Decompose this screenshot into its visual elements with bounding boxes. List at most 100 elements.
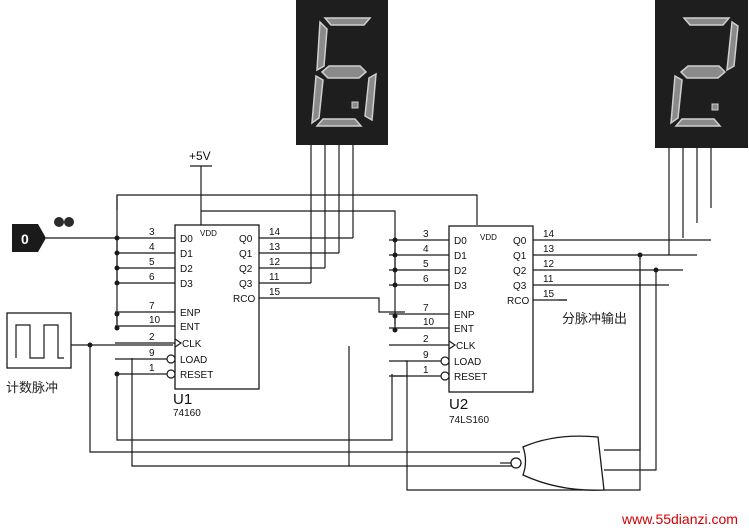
segment-d [315, 118, 363, 127]
u2-pin-number: 2 [423, 334, 429, 345]
u1-ref: U1 [173, 391, 192, 408]
segment-f [316, 20, 328, 72]
u1-pin-d1: 4D1 [115, 242, 193, 260]
u2-pin-number: 15 [543, 289, 555, 300]
u2-pin-number: 6 [423, 274, 429, 285]
u2-pin-name: D2 [454, 266, 467, 277]
u1-pin-name: D1 [180, 249, 193, 260]
u1-pin-q0: Q0 14 [239, 227, 293, 245]
u2-pin-name: LOAD [454, 357, 481, 368]
u2-input-junctions [392, 237, 398, 333]
u1-pin-name: Q1 [239, 249, 253, 260]
segment-a [682, 17, 731, 26]
divided-output-label: 分脉冲输出 [562, 311, 627, 327]
u1-pin-number: 13 [269, 242, 281, 253]
u2-output-wires [559, 239, 711, 471]
segment-e [311, 74, 324, 125]
u1-pin-number: 4 [149, 242, 155, 253]
ic-u1: VDD 3D04D15D26D37ENP10ENT2CLK9LOAD1RESET… [115, 224, 293, 419]
u1-pin-name: RESET [180, 370, 213, 381]
u1-pin-number: 6 [149, 272, 155, 283]
u2-pin-number: 5 [423, 259, 429, 270]
u1-pin-d3: 6D3 [115, 272, 193, 290]
segment-d [674, 118, 722, 127]
u2-pin-number: 4 [423, 244, 429, 255]
clock-label: 计数脉冲 [6, 381, 58, 396]
u2-pin-q1: Q1 13 [513, 244, 567, 262]
u1-pin-name: D0 [180, 234, 193, 245]
u1-pin-name: ENT [180, 322, 200, 333]
display-right-pins [668, 148, 712, 255]
decimal-point [351, 101, 359, 109]
probe-led [64, 217, 74, 227]
u2-pin-name: D0 [454, 236, 467, 247]
u1-pin-d0: 3D0 [115, 227, 193, 245]
u2-pin-name: D3 [454, 281, 467, 292]
u1-pin-name: LOAD [180, 355, 207, 366]
seven-segment-display-left [296, 0, 388, 145]
u2-pin-name: CLK [456, 341, 476, 352]
ic-u2: VDD 3D04D15D26D37ENP10ENT2CLK9LOAD1RESET… [389, 225, 567, 426]
u2-vdd-label: VDD [480, 233, 497, 242]
u2-pin-number: 1 [423, 365, 429, 376]
watermark: www.55dianzi.com [621, 511, 738, 527]
u2-pin-name: RESET [454, 372, 487, 383]
supply-net: +5V [189, 149, 212, 225]
u2-pin-name: Q1 [513, 251, 527, 262]
u2-pin-name: Q0 [513, 236, 527, 247]
probe-led [54, 217, 64, 227]
u2-pin-number: 3 [423, 229, 429, 240]
u2-pin-number: 13 [543, 244, 555, 255]
segment-g [679, 65, 727, 79]
u1-pin-number: 9 [149, 348, 155, 359]
u2-ref: U2 [449, 396, 468, 413]
u2-pin-number: 14 [543, 229, 555, 240]
u1-pin-number: 3 [149, 227, 155, 238]
display-left-pins [310, 145, 354, 283]
u1-pin-name: Q0 [239, 234, 253, 245]
u2-pin-d1: 4D1 [389, 244, 467, 262]
u2-pin-name: ENP [454, 310, 475, 321]
u1-pin-number: 12 [269, 257, 281, 268]
u1-pin-number: 14 [269, 227, 281, 238]
u1-output-wires [293, 237, 405, 313]
u2-pin-d3: 6D3 [389, 274, 467, 292]
u1-pin-name: D3 [180, 279, 193, 290]
u1-pin-name: D2 [180, 264, 193, 275]
u1-pin-number: 15 [269, 287, 281, 298]
u2-pin-name: ENT [454, 324, 474, 335]
u1-part: 74160 [173, 408, 201, 419]
u2-pin-number: 7 [423, 303, 429, 314]
segment-b [726, 20, 739, 72]
logic-probe: 0 [12, 217, 117, 252]
u1-pin-number: 5 [149, 257, 155, 268]
u1-pin-name: Q3 [239, 279, 253, 290]
u1-pin-d2: 5D2 [115, 257, 193, 275]
u2-pin-number: 9 [423, 350, 429, 361]
decimal-point [711, 103, 719, 111]
segment-e [670, 74, 683, 125]
u1-pin-name: ENP [180, 308, 201, 319]
u2-pin-number: 11 [543, 274, 554, 285]
segment-a [323, 17, 372, 26]
u2-pin-name: Q2 [513, 266, 527, 277]
u2-pin-number: 10 [423, 317, 435, 328]
u1-pin-number: 1 [149, 363, 155, 374]
segment-c [364, 72, 377, 122]
clock-source: 计数脉冲 [6, 312, 173, 396]
u2-pin-q0: Q0 14 [513, 229, 567, 247]
u2-output-junctions [637, 252, 659, 273]
